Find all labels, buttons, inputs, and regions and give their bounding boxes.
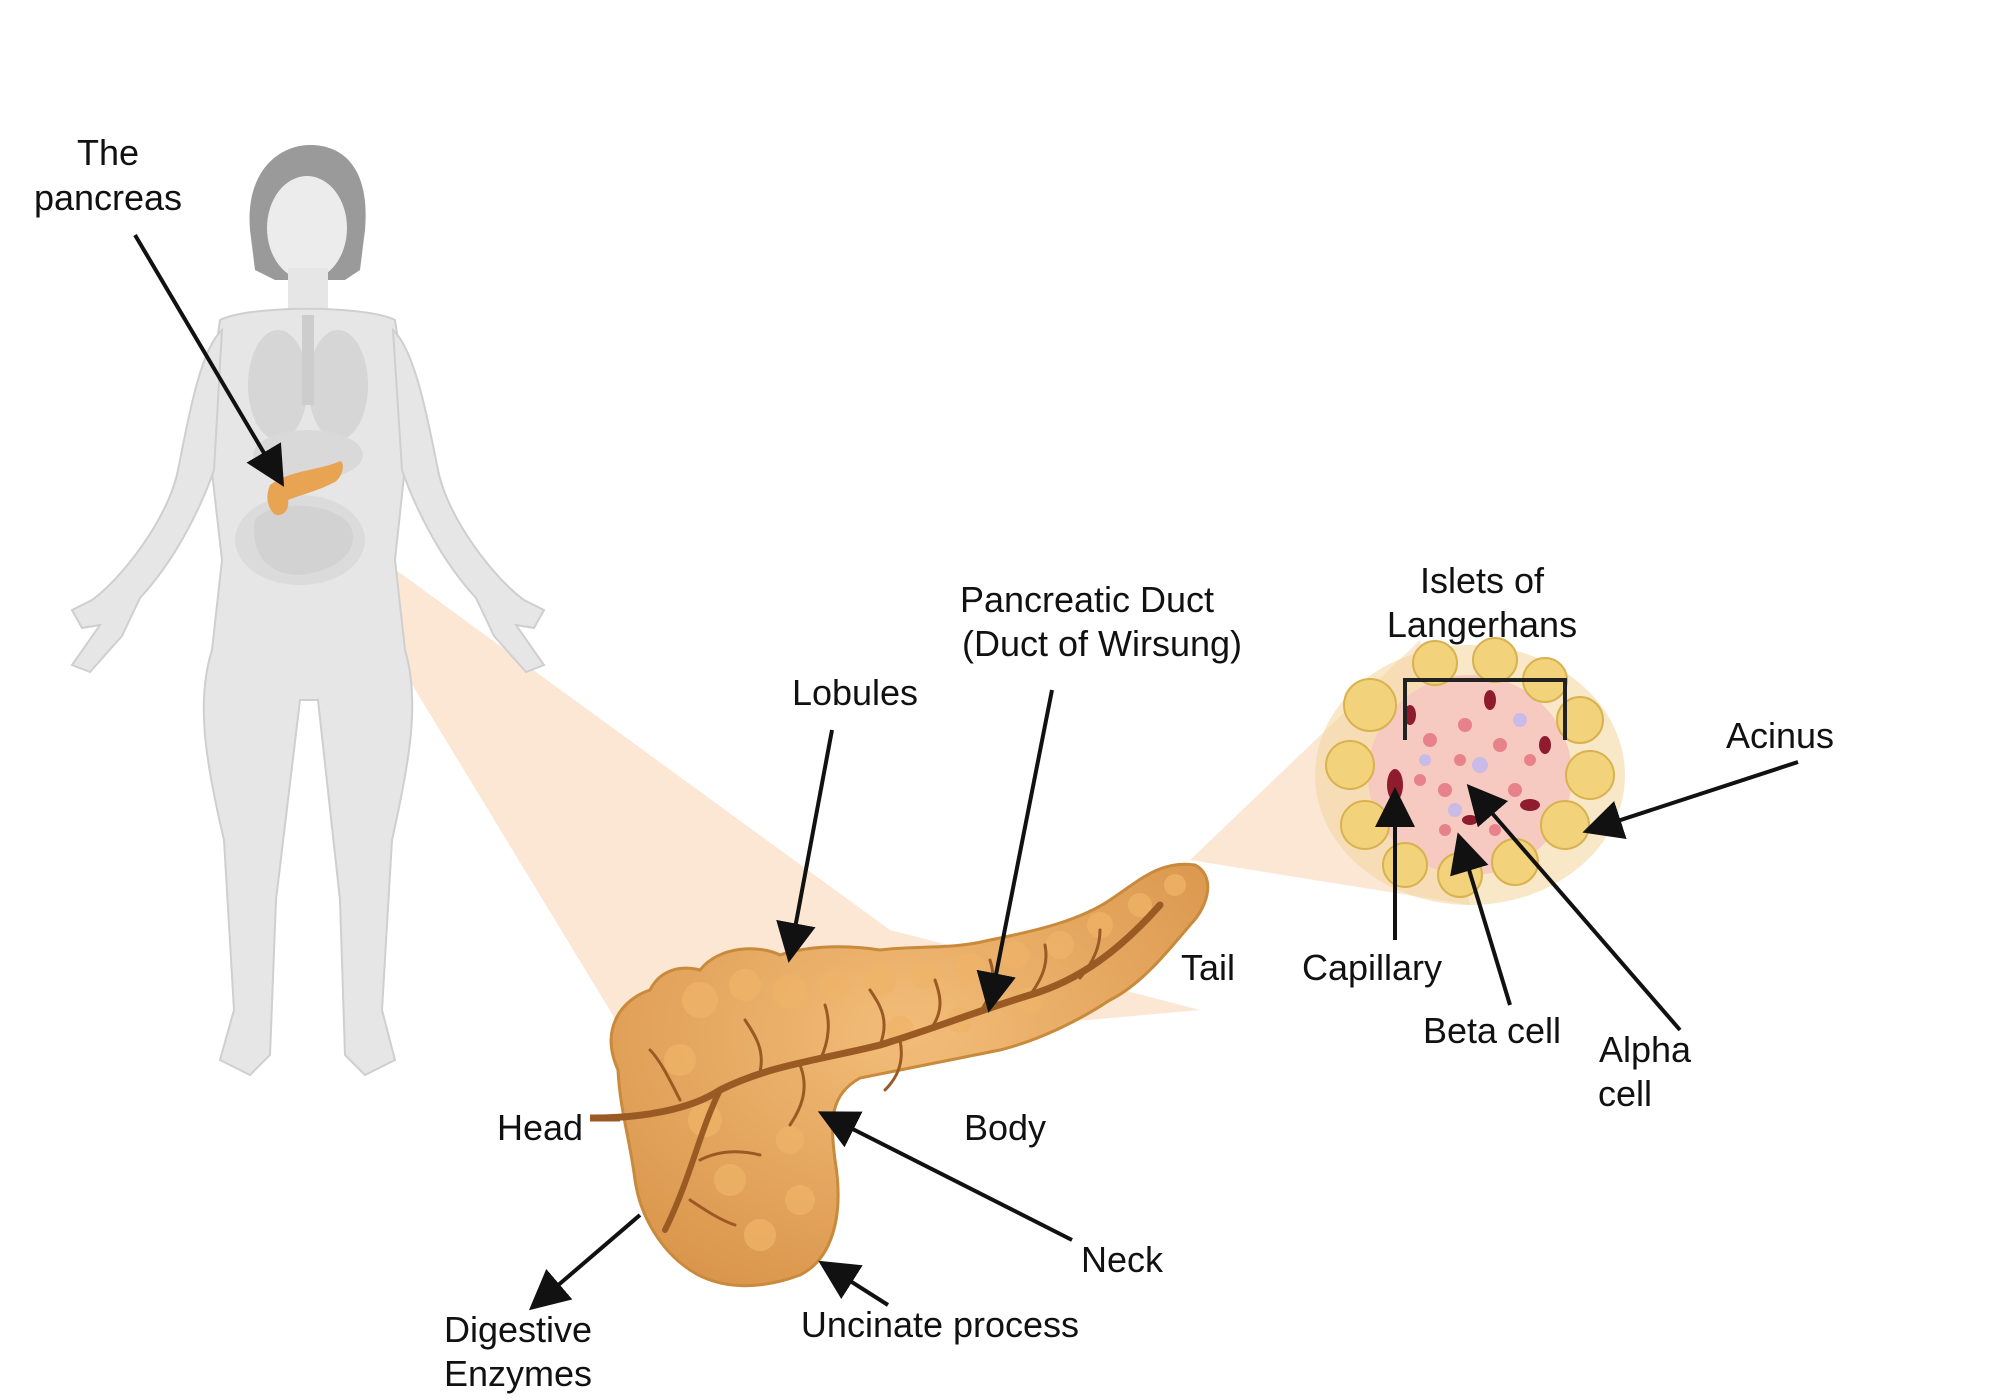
label-pancreas-2: pancreas (34, 177, 182, 218)
labels: The pancreas Pancreatic Duct (Duct of Wi… (34, 132, 1834, 1394)
label-duct-1: Pancreatic Duct (960, 579, 1214, 620)
alpha-cells (1419, 713, 1527, 817)
label-uncinate: Uncinate process (801, 1304, 1079, 1345)
label-pancreas-1: The (77, 132, 139, 173)
label-capillary: Capillary (1302, 947, 1442, 988)
label-acinus: Acinus (1726, 715, 1834, 756)
label-beta-cell: Beta cell (1423, 1010, 1561, 1051)
arrow-acinus (1582, 760, 1799, 840)
label-body: Body (964, 1107, 1046, 1148)
label-alpha-2: cell (1598, 1073, 1652, 1114)
arrow-lobules (776, 729, 834, 963)
human-figure (70, 145, 546, 1077)
arrow-duct (976, 689, 1054, 1013)
label-digestive-2: Enzymes (444, 1353, 592, 1394)
label-duct-2: (Duct of Wirsung) (962, 623, 1242, 664)
small-pancreas (267, 461, 343, 516)
label-tail: Tail (1181, 947, 1235, 988)
label-digestive-1: Digestive (444, 1309, 592, 1350)
label-islets-2: Langerhans (1387, 604, 1577, 645)
arrow-pancreas (133, 233, 285, 487)
label-head: Head (497, 1107, 583, 1148)
label-islets-1: Islets of (1420, 560, 1545, 601)
arrow-neck (817, 1111, 1073, 1242)
label-neck: Neck (1081, 1239, 1164, 1280)
arrow-alpha (1466, 783, 1682, 1032)
arrow-digestive (528, 1213, 642, 1311)
pancreas-organ (590, 862, 1210, 1288)
arrows (133, 233, 1799, 1311)
beta-cells (1414, 718, 1536, 836)
arrow-uncinate (818, 1260, 890, 1307)
label-alpha-1: Alpha (1599, 1029, 1692, 1070)
arrow-beta (1450, 832, 1512, 1006)
label-lobules: Lobules (792, 672, 918, 713)
islet-cluster (1315, 637, 1625, 905)
